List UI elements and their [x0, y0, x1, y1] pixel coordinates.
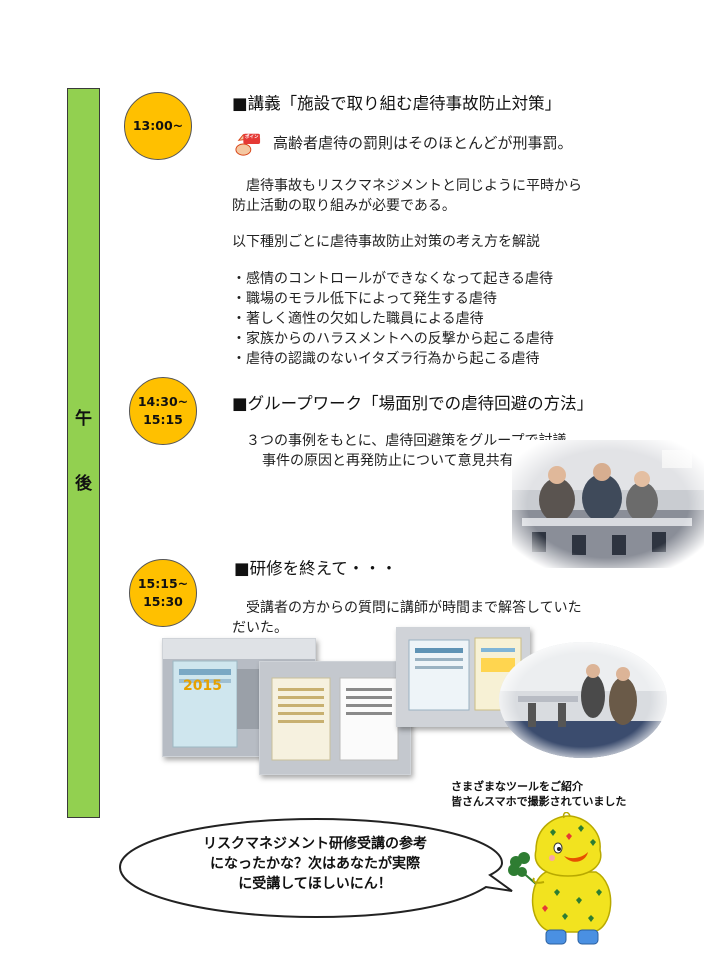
group-work-line-2: 事件の原因と再発防止について意見共有した。	[262, 453, 556, 469]
time-label: 15:30	[143, 594, 183, 609]
time-label: 14:30~	[137, 394, 189, 409]
sidebar-char-afternoon-1: 午	[75, 409, 92, 429]
point-badge-label: ポイント!	[245, 135, 266, 140]
handouts-photo	[259, 661, 411, 775]
photo-caption-line-1: さまざまなツールをご紹介	[451, 780, 583, 793]
time-label: 15:15	[143, 412, 183, 427]
time-label: 13:00~	[132, 118, 184, 133]
room-photo	[499, 642, 667, 758]
point-text: 高齢者虐待の罰則はそのほとんどが刑事罰。	[273, 134, 573, 152]
mascot-character-icon	[508, 812, 612, 945]
speech-bubble-line: になったかな？次はあなたが実際	[210, 856, 420, 872]
group-work-line-1: ３つの事例をもとに、虐待回避策をグループで討議。	[246, 433, 581, 449]
list-item: ・職場のモラル低下によって発生する虐待	[232, 291, 497, 307]
booklet-cover-text: 2015	[183, 678, 222, 694]
time-circle-group-work: 14:30~ 15:15	[129, 377, 197, 445]
lecture-paragraph-line-2: 防止活動の取り組みが必要である。	[232, 198, 456, 214]
speech-bubble-line: に受講してほしいにん！	[238, 876, 392, 892]
time-circle-closing: 15:15~ 15:30	[129, 559, 197, 627]
list-item: ・家族からのハラスメントへの反撃から起こる虐待	[232, 331, 554, 347]
list-item: ・虐待の認識のないイタズラ行為から起こる虐待	[232, 351, 540, 367]
sidebar-char-afternoon-2: 後	[75, 474, 92, 494]
closing-line-2: だいた。	[232, 620, 288, 636]
point-badge-icon	[235, 133, 261, 156]
section-heading-lecture: ■講義「施設で取り組む虐待事故防止対策」	[232, 94, 562, 113]
time-circle-lecture: 13:00~	[124, 92, 192, 160]
photo-caption-line-2: 皆さんスマホで撮影されていました	[451, 795, 627, 808]
afternoon-sidebar: 午 後	[67, 88, 100, 818]
group-work-photo	[512, 440, 704, 568]
closing-line-1: 受講者の方からの質問に講師が時間まで解答していた	[232, 600, 582, 616]
time-label: 15:15~	[137, 576, 189, 591]
speech-bubble-line: リスクマネジメント研修受講の参考	[203, 836, 427, 852]
section-heading-group-work: ■グループワーク「場面別での虐待回避の方法」	[232, 394, 594, 413]
lecture-intro: 以下種別ごとに虐待事故防止対策の考え方を解説	[232, 234, 540, 250]
list-item: ・感情のコントロールができなくなって起きる虐待	[232, 271, 554, 287]
section-heading-closing: ■研修を終えて・・・	[234, 559, 398, 578]
list-item: ・著しく適性の欠如した職員による虐待	[232, 311, 484, 327]
lecture-paragraph-line-1: 虐待事故もリスクマネジメントと同じように平時から	[232, 178, 582, 194]
speech-bubble	[118, 817, 513, 919]
speech-bubble-text: リスクマネジメント研修受講の参考 になったかな？次はあなたが実際 に受講してほし…	[150, 834, 480, 894]
